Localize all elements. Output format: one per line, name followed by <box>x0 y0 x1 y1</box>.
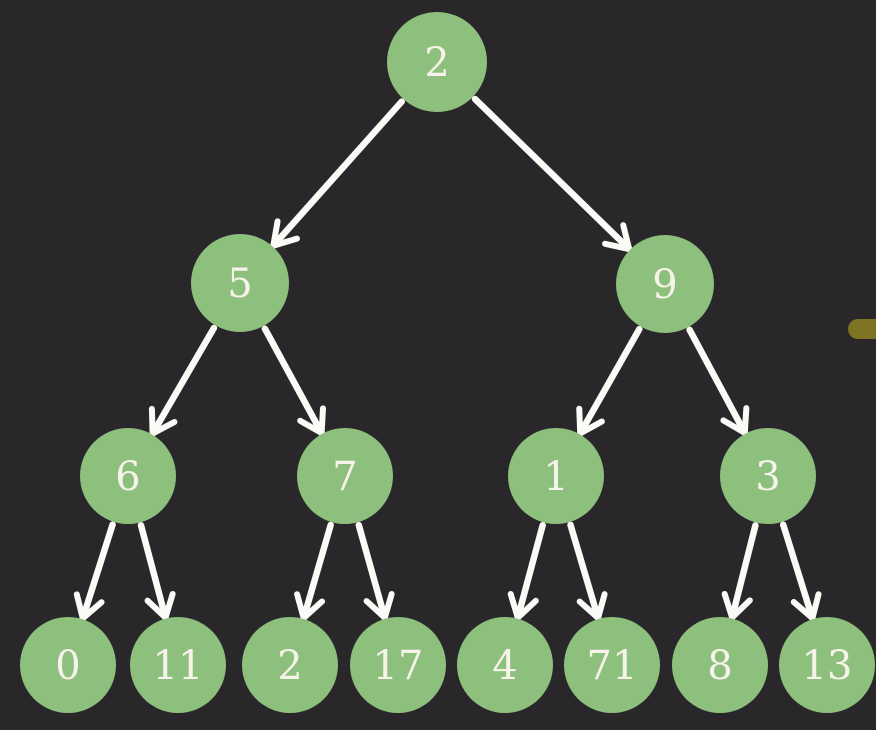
tree-edge-LL-LLR <box>137 522 176 624</box>
tree-node-label: 2 <box>277 643 302 689</box>
tree-node-L: 5 <box>191 234 289 332</box>
tree-edge-LR-LRL <box>294 521 334 624</box>
tree-node-LRL: 2 <box>242 617 338 713</box>
tree-node-label: 1 <box>543 454 568 500</box>
tree-edge-root-R <box>471 95 634 254</box>
tree-node-circle <box>720 428 816 524</box>
tree-edge-RR-RRR <box>779 521 822 624</box>
tree-node-circle <box>387 12 487 112</box>
tree-node-circle <box>564 617 660 713</box>
tree-node-RL: 1 <box>508 428 604 524</box>
tree-edge-R-RR <box>686 326 750 438</box>
tree-node-circle <box>616 235 714 333</box>
tree-node-label: 4 <box>492 643 517 689</box>
tree-node-RLR: 71 <box>564 617 660 713</box>
tree-node-label: 17 <box>373 643 424 689</box>
tree-node-label: 3 <box>755 454 780 500</box>
tree-node-circle <box>457 617 553 713</box>
tree-node-circle <box>297 428 393 524</box>
tree-node-RLL: 4 <box>457 617 553 713</box>
tree-node-circle <box>80 428 176 524</box>
tree-node-RRR: 13 <box>779 617 875 713</box>
tree-edge-RL-RLL <box>507 521 546 624</box>
tree-node-label: 11 <box>153 643 204 689</box>
tree-node-label: 2 <box>424 40 449 86</box>
tree-node-LR: 7 <box>297 428 393 524</box>
tree-node-label: 0 <box>55 643 80 689</box>
tree-edge-RL-RLR <box>567 521 608 624</box>
tree-edge-L-LL <box>148 324 218 439</box>
tree-node-LRR: 17 <box>350 617 446 713</box>
tree-node-label: 71 <box>587 643 638 689</box>
tree-node-circle <box>130 617 226 713</box>
tree-node-label: 13 <box>802 643 853 689</box>
tree-node-LL: 6 <box>80 428 176 524</box>
tree-edge-RR-RRL <box>721 522 759 624</box>
tree-edge-R-RL <box>576 325 643 439</box>
tree-edges <box>73 95 822 624</box>
tree-node-RRL: 8 <box>672 617 768 713</box>
right-edge-accent-bar <box>848 319 876 339</box>
tree-edge-LR-LRR <box>355 521 395 624</box>
tree-node-label: 6 <box>115 454 140 500</box>
tree-node-LLR: 11 <box>130 617 226 713</box>
tree-edge-L-LR <box>261 325 326 439</box>
tree-node-circle <box>779 617 875 713</box>
tree-node-circle <box>191 234 289 332</box>
tree-node-circle <box>350 617 446 713</box>
tree-node-root: 2 <box>387 12 487 112</box>
tree-node-label: 8 <box>707 643 732 689</box>
tree-node-LLL: 0 <box>20 617 116 713</box>
tree-node-circle <box>242 617 338 713</box>
tree-node-label: 5 <box>227 261 252 307</box>
tree-node-circle <box>20 617 116 713</box>
tree-node-R: 9 <box>616 235 714 333</box>
tree-node-label: 7 <box>332 454 357 500</box>
tree-node-label: 9 <box>652 262 677 308</box>
tree-edge-root-L <box>269 98 405 250</box>
tree-node-RR: 3 <box>720 428 816 524</box>
tree-edge-LL-LLL <box>73 521 116 624</box>
tree-node-circle <box>508 428 604 524</box>
tree-node-circle <box>672 617 768 713</box>
